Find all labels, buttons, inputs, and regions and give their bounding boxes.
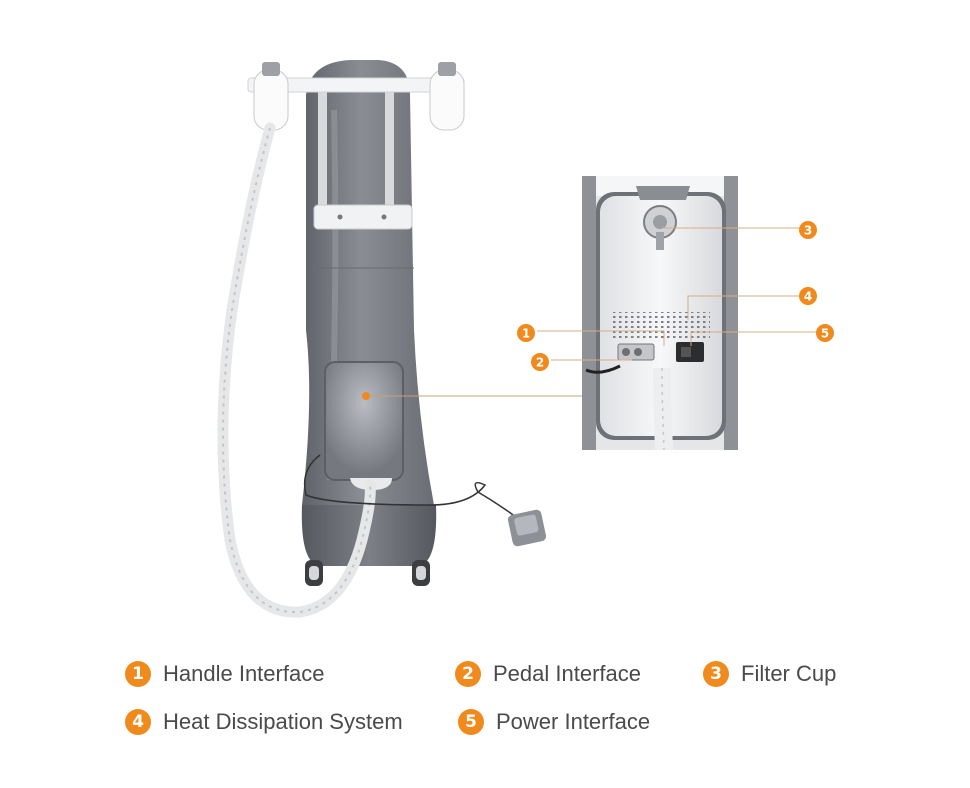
legend-item-handle-interface: 1 Handle Interface	[125, 661, 324, 687]
callout-badge-4-number: 4	[804, 290, 812, 304]
legend-label-4: Heat Dissipation System	[163, 709, 403, 734]
callout-lines	[537, 227, 818, 361]
callout-badge-5: 5	[816, 324, 834, 342]
callout-badge-5-number: 5	[821, 327, 829, 341]
handpiece-right	[429, 62, 465, 131]
handle-crossbar	[313, 204, 413, 230]
foot-pedal	[507, 509, 547, 547]
callout-badge-1-number: 1	[522, 327, 530, 341]
callout-badge-2-number: 2	[536, 356, 544, 370]
wheel-left	[305, 560, 323, 586]
pedal-cable	[303, 454, 521, 521]
legend-badge-5: 5	[458, 709, 484, 735]
handpiece-left	[253, 62, 289, 131]
callout-badge-3: 3	[799, 221, 817, 239]
legend-label-3: Filter Cup	[741, 661, 837, 686]
legend-item-power-interface: 5 Power Interface	[458, 709, 650, 735]
callout-badge-1: 1	[517, 324, 535, 342]
legend-label-1: Handle Interface	[163, 661, 325, 686]
wheel-right	[412, 560, 430, 586]
legend-label-5: Power Interface	[496, 709, 651, 734]
vent-grille	[612, 312, 710, 338]
legend-badge-1: 1	[125, 661, 151, 687]
legend-badge-3: 3	[703, 661, 729, 687]
legend-badge-4: 4	[125, 709, 151, 735]
legend-badge-2: 2	[455, 661, 481, 687]
callout-badge-4: 4	[799, 287, 817, 305]
callout-badge-2: 2	[531, 353, 549, 371]
rear-panel	[324, 361, 404, 481]
callout-badge-3-number: 3	[804, 224, 812, 238]
legend-item-heat-dissipation: 4 Heat Dissipation System	[125, 709, 403, 735]
legend-item-pedal-interface: 2 Pedal Interface	[455, 661, 641, 687]
legend-item-filter-cup: 3 Filter Cup	[703, 661, 836, 687]
panel-marker	[362, 392, 370, 400]
legend-label-2: Pedal Interface	[493, 661, 641, 686]
device-base	[301, 505, 437, 566]
main-device	[217, 60, 583, 618]
inset-detail	[582, 176, 738, 451]
